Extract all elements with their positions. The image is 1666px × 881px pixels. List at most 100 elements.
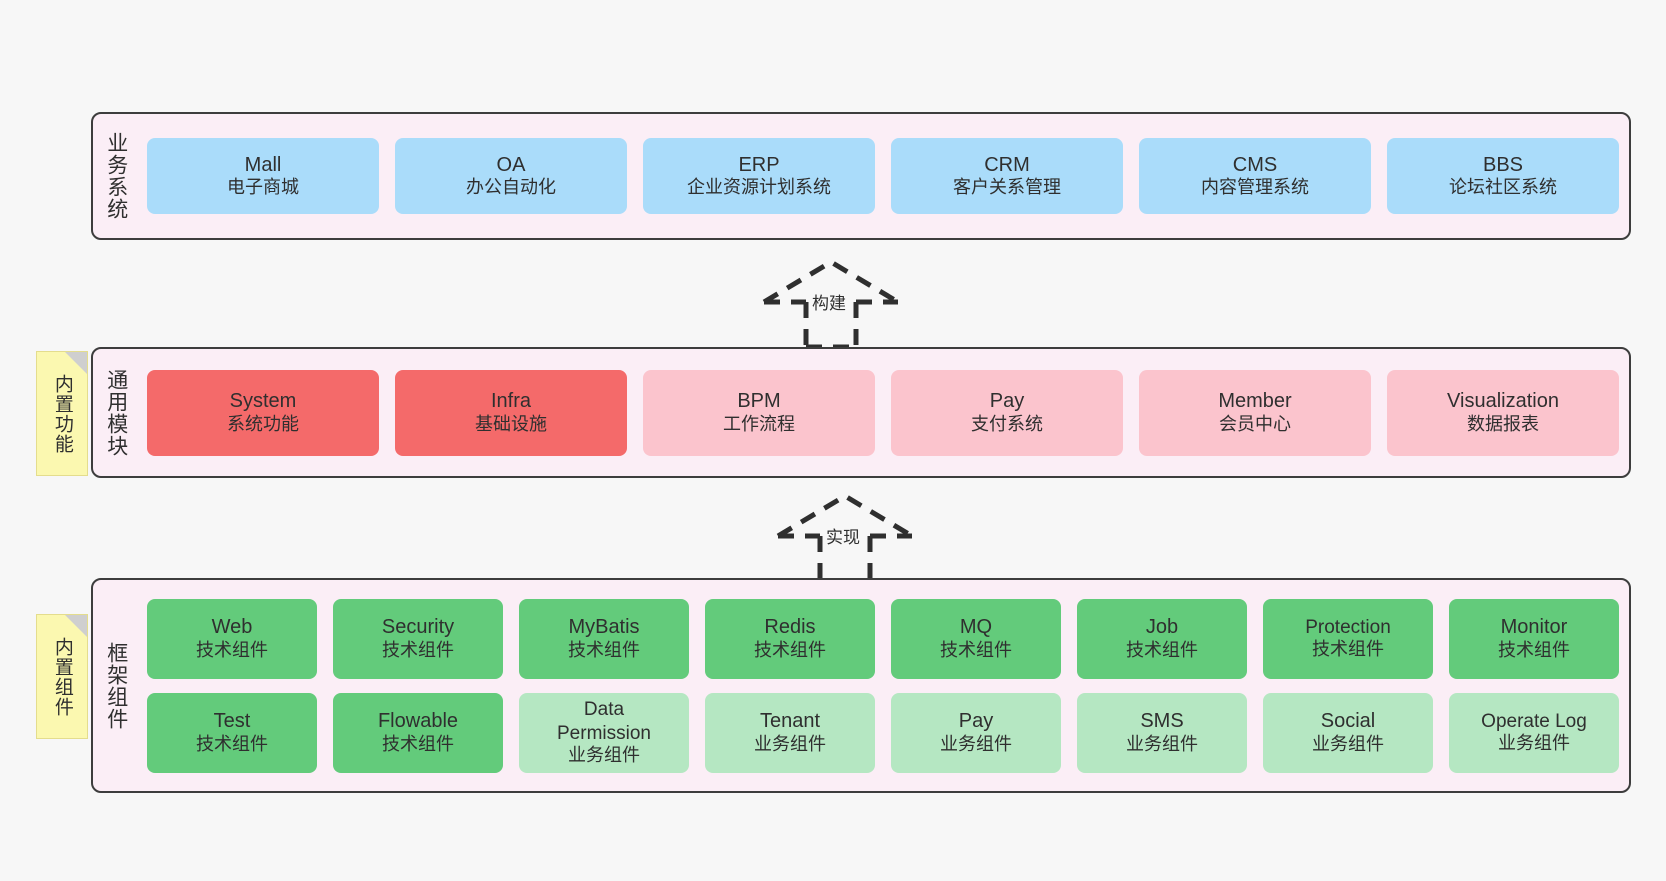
node-label-cn: 业务组件 [754,733,826,754]
node-tenant[interactable]: Tenant 业务组件 [705,692,875,773]
node-data-permission[interactable]: Data Permission 业务组件 [519,692,689,773]
node-label-en: System [229,390,297,413]
layer-common-modules: 通用模块 System 系统功能 Infra 基础设施 BPM 工作流程 Pay… [91,347,1631,478]
node-label-en: Monitor [1500,616,1568,639]
node-system[interactable]: System 系统功能 [147,369,379,456]
arrow-implement-label: 实现 [826,528,860,547]
arrow-build: 构建 [756,258,906,350]
node-label-en: BPM [737,390,781,413]
node-label-cn: 基础设施 [475,413,547,434]
node-label-cn: 技术组件 [940,639,1012,660]
node-bbs[interactable]: BBS 论坛社区系统 [1387,138,1619,214]
sticky-note-label: 内置功能 [51,373,73,454]
node-label-en: Test [213,710,251,733]
node-redis[interactable]: Redis 技术组件 [705,598,875,679]
node-mq[interactable]: MQ 技术组件 [891,598,1061,679]
node-label-cn: 企业资源计划系统 [687,177,831,198]
node-oa[interactable]: OA 办公自动化 [395,138,627,214]
node-pay-component[interactable]: Pay 业务组件 [891,692,1061,773]
node-bpm[interactable]: BPM 工作流程 [643,369,875,456]
node-web[interactable]: Web 技术组件 [147,598,317,679]
layer-body-common-modules: System 系统功能 Infra 基础设施 BPM 工作流程 Pay 支付系统… [139,357,1619,468]
node-label-en: CRM [984,153,1030,176]
sticky-note-builtin-features: 内置功能 [36,351,88,476]
node-label-en: Job [1145,616,1179,639]
node-security[interactable]: Security 技术组件 [333,598,503,679]
node-label-en: Social [1320,710,1376,733]
node-label-cn: 支付系统 [971,413,1043,434]
node-label-en: Security [381,616,455,639]
node-label-en: MQ [959,616,993,639]
node-monitor[interactable]: Monitor 技术组件 [1449,598,1619,679]
node-label-cn: 业务组件 [1498,733,1570,754]
node-pay-module[interactable]: Pay 支付系统 [891,369,1123,456]
layer-body-framework-components: Web 技术组件 Security 技术组件 MyBatis 技术组件 Redi… [139,588,1619,783]
node-label-en: Flowable [377,710,459,733]
layer-business-systems: 业务系统 Mall 电子商城 OA 办公自动化 ERP 企业资源计划系统 CRM… [91,112,1631,240]
node-label-cn: 会员中心 [1219,413,1291,434]
arrow-implement: 实现 [770,492,920,584]
node-label-cn: 工作流程 [723,413,795,434]
node-social[interactable]: Social 业务组件 [1263,692,1433,773]
node-label-en: Web [211,616,253,639]
node-test[interactable]: Test 技术组件 [147,692,317,773]
node-label-cn: 系统功能 [227,413,299,434]
node-sms[interactable]: SMS 业务组件 [1077,692,1247,773]
node-label-cn: 技术组件 [196,733,268,754]
node-label-cn: 论坛社区系统 [1449,177,1557,198]
layer-title-framework-components: 框架组件 [104,641,128,730]
node-operate-log[interactable]: Operate Log 业务组件 [1449,692,1619,773]
node-label-en: BBS [1482,153,1524,176]
node-label-en: Pay [989,390,1025,413]
node-flowable[interactable]: Flowable 技术组件 [333,692,503,773]
node-cms[interactable]: CMS 内容管理系统 [1139,138,1371,214]
node-label-cn: 技术组件 [1498,639,1570,660]
page-fold-icon [65,352,87,374]
node-row: Web 技术组件 Security 技术组件 MyBatis 技术组件 Redi… [147,598,1619,679]
node-crm[interactable]: CRM 客户关系管理 [891,138,1123,214]
page-fold-icon [65,615,87,637]
node-label-en: Redis [764,616,816,639]
layer-title-business-systems: 业务系统 [104,132,128,220]
node-label-cn: 业务组件 [1312,733,1384,754]
node-label-cn: 业务组件 [940,733,1012,754]
node-label-en: MyBatis [568,616,640,639]
node-infra[interactable]: Infra 基础设施 [395,369,627,456]
node-mall[interactable]: Mall 电子商城 [147,138,379,214]
node-row: Test 技术组件 Flowable 技术组件 Data Permission … [147,692,1619,773]
node-erp[interactable]: ERP 企业资源计划系统 [643,138,875,214]
node-label-en: Tenant [759,710,821,733]
node-label-en: CMS [1232,153,1278,176]
node-label-en: Member [1218,390,1292,413]
node-visualization[interactable]: Visualization 数据报表 [1387,369,1619,456]
node-label-en: Pay [958,710,994,733]
node-label-cn: 技术组件 [382,733,454,754]
node-label-en: Data Permission [557,699,651,744]
layer-title-common-modules: 通用模块 [104,368,128,457]
node-label-en: Mall [244,153,282,176]
node-label-cn: 数据报表 [1467,413,1539,434]
node-label-en: Visualization [1447,390,1559,413]
layer-body-business-systems: Mall 电子商城 OA 办公自动化 ERP 企业资源计划系统 CRM 客户关系… [139,122,1619,230]
node-label-en: Protection [1305,616,1391,638]
node-label-cn: 办公自动化 [466,177,556,198]
node-row: System 系统功能 Infra 基础设施 BPM 工作流程 Pay 支付系统… [147,369,1619,456]
sticky-note-builtin-components: 内置组件 [36,614,88,739]
layer-framework-components: 框架组件 Web 技术组件 Security 技术组件 MyBatis 技术组件… [91,578,1631,793]
node-row: Mall 电子商城 OA 办公自动化 ERP 企业资源计划系统 CRM 客户关系… [147,138,1619,214]
node-label-en: Operate Log [1481,710,1587,732]
node-label-cn: 技术组件 [1126,639,1198,660]
node-job[interactable]: Job 技术组件 [1077,598,1247,679]
node-label-cn: 技术组件 [1312,639,1384,660]
node-label-en: OA [496,153,526,176]
node-label-cn: 客户关系管理 [953,177,1061,198]
node-member[interactable]: Member 会员中心 [1139,369,1371,456]
node-label-en: Infra [490,390,532,413]
node-protection[interactable]: Protection 技术组件 [1263,598,1433,679]
node-mybatis[interactable]: MyBatis 技术组件 [519,598,689,679]
arrow-build-label: 构建 [812,294,846,313]
node-label-cn: 技术组件 [754,639,826,660]
node-label-cn: 业务组件 [1126,733,1198,754]
node-label-cn: 技术组件 [382,639,454,660]
